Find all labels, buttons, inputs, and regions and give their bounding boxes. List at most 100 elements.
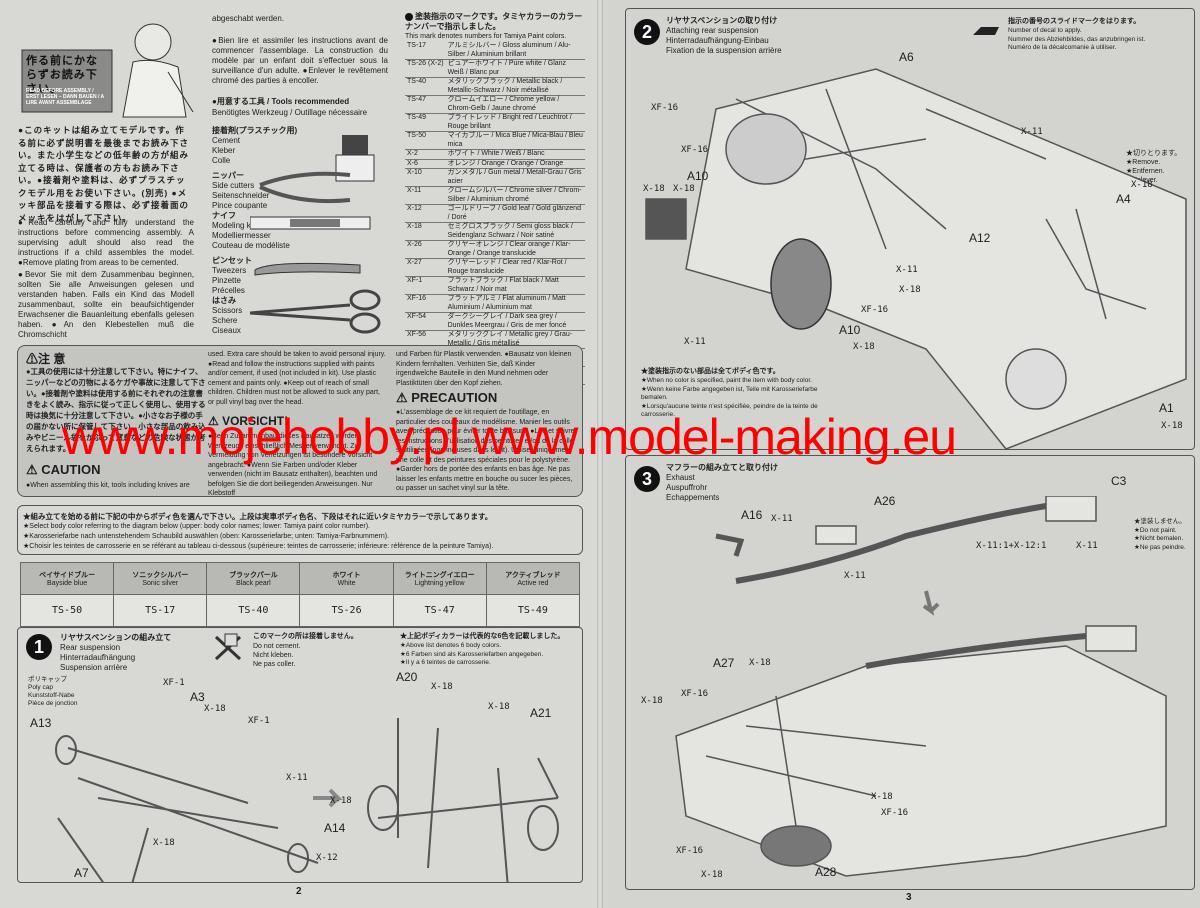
paint-name: フラットブラック / Flat black / Matt Schwarz / N… (445, 276, 585, 295)
step-2-title-en: Attaching rear suspension (666, 26, 759, 35)
part-label: X-18 (853, 342, 875, 352)
caution-en-2: used. Extra care should be taken to avoi… (208, 351, 386, 406)
part-label: X-11 (684, 337, 706, 347)
part-label: X-18 (641, 696, 663, 706)
paint-row: TS-26 (X-2)ピュアーホワイト / Pure white / Glanz… (405, 59, 585, 78)
part-label: XF-1 (163, 678, 185, 688)
paint-heading-en: This mark denotes numbers for Tamiya Pai… (405, 33, 567, 40)
knife-icon (250, 216, 371, 230)
body-color-line-en: ★Select body color referring to the diag… (23, 523, 370, 530)
paint-code: TS-17 (405, 42, 446, 60)
paint-name: マイカブルー / Mica Blue / Mica-Blau / Bleu mi… (445, 131, 585, 150)
part-label: X-11 (896, 265, 918, 275)
body-color-line-jp: ★組み立てを始める前に下記の中からボディ色を選んで下さい。上段は実車ボディ色名、… (23, 512, 493, 521)
step-3-title-jp: マフラーの組み立てと取り付け (666, 463, 778, 472)
body-color-code: TS-26 (299, 594, 394, 627)
body-color-line-de: ★Karosseriefarbe nach untenstehendem Sch… (23, 533, 390, 540)
part-label: A13 (30, 716, 52, 730)
paint-mark-icon (405, 12, 413, 21)
step-2-diagram (645, 68, 1187, 449)
body-color-code: TS-50 (19, 594, 115, 627)
page-2: 作る前にかならずお読み下さい。 READ BEFORE ASSEMBLY / E… (17, 12, 585, 897)
paint-legend: 塗装指示のマークです。タミヤカラーのカラーナンバーで指示しました。 This m… (405, 12, 585, 385)
step-3-number: 3 (634, 466, 660, 492)
part-label: A12 (969, 231, 991, 245)
part-label: X-11 (1076, 541, 1098, 551)
step-2-panel: 2 リヤサスペンションの取り付け Attaching rear suspensi… (625, 8, 1195, 450)
mascot-illustration (21, 23, 194, 118)
step-3-diagram (675, 496, 1167, 877)
part-label: XF-16 (881, 808, 909, 818)
page-number-right: 3 (906, 892, 912, 903)
part-label: A4 (1116, 192, 1131, 206)
part-label: A6 (899, 50, 914, 64)
paint-code: TS-26 (X-2) (405, 59, 446, 78)
part-label: X-18 (673, 184, 695, 194)
six-colors-note-jp: ★上記ボディカラーは代表的な6色を記載しました。 (400, 633, 565, 640)
part-label: X-11 (286, 773, 308, 783)
paint-name: アルミシルバー / Gloss aluminum / Alu-Silber / … (445, 42, 585, 60)
part-label: X-12 (316, 853, 338, 863)
part-label: C3 (1111, 474, 1127, 488)
paint-name: クリヤーオレンジ / Clear orange / Klar-Orange / … (445, 240, 585, 259)
step-2-number: 2 (634, 19, 660, 45)
step-1-title-jp: リヤサスペンションの組み立て (60, 633, 172, 642)
part-label: X-18 (1131, 180, 1153, 190)
step-1-title-fr: Suspension arrière (60, 663, 128, 672)
caution-title-fr: ⚠ PRECAUTION (396, 390, 498, 405)
paint-name: ピュアーホワイト / Pure white / Glanz Weiß / Bla… (445, 59, 585, 78)
paint-name: ダークシーグレイ / Dark sea grey / Dunkles Meerg… (445, 312, 585, 331)
caution-box: ⚠注 意 ●工具の使用には十分注意して下さい。特にナイフ、ニッパーなどの刃物によ… (17, 345, 583, 497)
caution-de-2: und Farben für Plastik verwenden. ●Bausa… (396, 351, 572, 387)
part-label: XF-16 (681, 689, 709, 699)
paint-heading-jp: 塗装指示のマークです。タミヤカラーのカラーナンバーで指示しました。 (405, 12, 583, 31)
part-label: A10 (687, 169, 709, 183)
part-label: A20 (396, 670, 418, 684)
paint-code: XF-1 (405, 276, 446, 295)
scissors-icon (250, 289, 381, 334)
step-1-panel: 1 リヤサスペンションの組み立て Rear suspension Hinterr… (17, 627, 583, 883)
decal-note: Number of decal to apply. Nummer des Abz… (1008, 27, 1146, 51)
part-label: X-18 (643, 184, 665, 194)
page-3: 2 リヤサスペンションの取り付け Attaching rear suspensi… (600, 0, 1200, 908)
no-paint-note: ★塗装しません。 ★Do not paint. ★Nicht bemalen. … (1134, 518, 1186, 551)
tools-heading: ●用意する工具 / Tools recommended (212, 97, 350, 106)
page-spine (597, 0, 603, 908)
step-1-number: 1 (26, 634, 52, 660)
body-color-code: TS-49 (485, 594, 581, 627)
paint-name: ホワイト / White / Weiß / Blanc (445, 149, 585, 160)
part-label: X-18 (749, 658, 771, 668)
part-label: A26 (874, 494, 896, 508)
intro-fr: ●Bien lire et assimiler les instructions… (212, 36, 388, 85)
part-label: A7 (74, 866, 89, 880)
paint-code: X-11 (405, 186, 446, 205)
paint-code: X-18 (405, 222, 446, 241)
no-cement-icon (214, 633, 242, 661)
paint-code: X-27 (405, 258, 446, 277)
part-label: X-11:1+X-12:1 (976, 541, 1047, 551)
no-cement-text: Do not cement. Nicht kleben. Ne pas coll… (253, 643, 301, 668)
part-label: A27 (713, 656, 735, 670)
part-label: X-18 (153, 838, 175, 848)
part-label: X-18 (431, 682, 453, 692)
paint-code: TS-47 (405, 95, 446, 114)
paint-code: X-12 (405, 204, 446, 223)
paint-name: クリヤーレッド / Clear red / Klar-Rot / Rouge t… (445, 258, 585, 277)
step-2-title-de: Hinterradaufhängung-Einbau (666, 36, 769, 45)
paint-code: X-6 (405, 159, 446, 169)
